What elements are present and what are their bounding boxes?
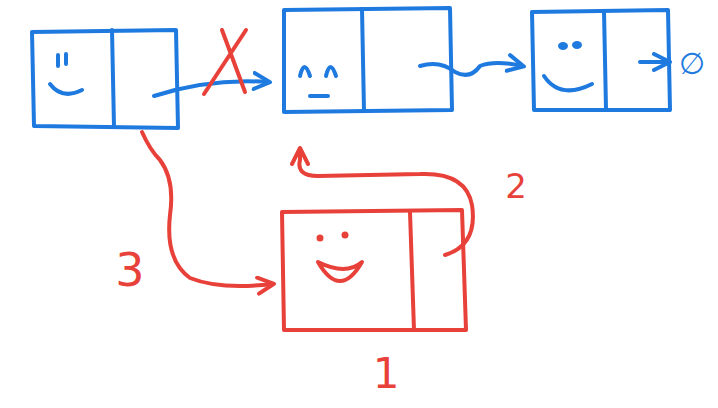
new-next-pointer xyxy=(299,150,473,255)
cut-mark xyxy=(204,30,246,94)
next-pointer xyxy=(640,60,668,64)
face-eyes xyxy=(58,54,66,66)
face-smile xyxy=(544,76,592,90)
callout-number: 1 xyxy=(373,353,400,395)
next-pointer xyxy=(420,63,522,75)
node-divider xyxy=(112,30,114,127)
list-node-box xyxy=(282,210,466,330)
callout-number: 2 xyxy=(505,169,527,203)
face-smile xyxy=(318,262,362,281)
node-divider xyxy=(410,212,414,330)
face-smile xyxy=(50,84,82,94)
face-eyes xyxy=(300,67,336,76)
face-mouth xyxy=(310,94,328,98)
original-list xyxy=(32,8,670,128)
list-node-box xyxy=(284,8,452,112)
callout-number: 3 xyxy=(115,247,144,293)
relinked-pointer xyxy=(142,132,272,286)
face-eyes xyxy=(317,232,349,242)
inserted-node xyxy=(142,30,473,330)
null-terminator: ∅ xyxy=(679,49,705,79)
list-node-box xyxy=(32,30,178,128)
list-node-box xyxy=(532,10,670,110)
face-eyes xyxy=(558,41,582,50)
node-divider xyxy=(604,11,606,109)
node-divider xyxy=(362,9,364,111)
